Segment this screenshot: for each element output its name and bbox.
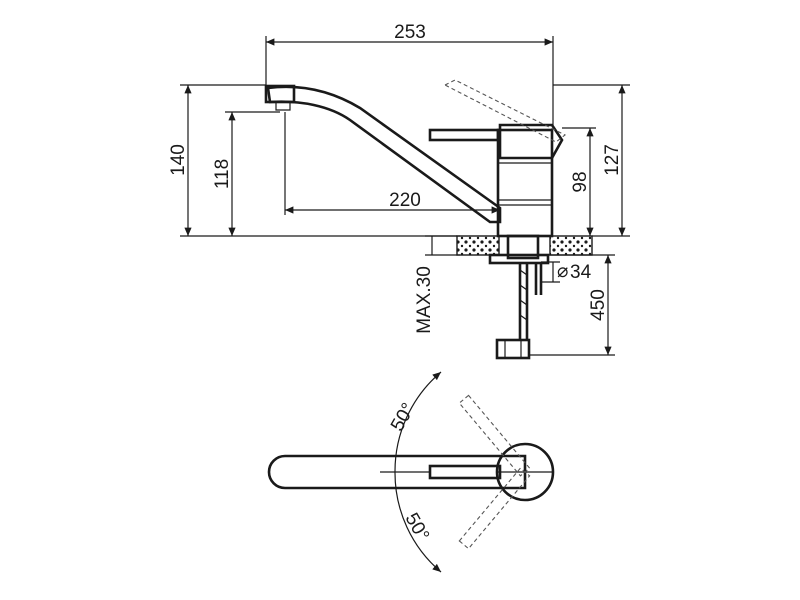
aerator-tip	[275, 102, 291, 111]
side-view: 253 220 140 118 127 98 450 MAX.30 ⌀ 34	[168, 22, 630, 360]
lever-top-view	[428, 464, 502, 480]
ghost-lever-lower	[458, 467, 531, 550]
dim-max-counter: MAX.30	[414, 266, 435, 334]
lever-ghost	[443, 79, 567, 143]
dim-diameter-symbol: ⌀	[557, 261, 568, 282]
dim-spout-reach: 220	[389, 190, 421, 211]
cartridge-cap	[498, 123, 564, 160]
countertop-left	[456, 235, 500, 256]
dim-outlet-height: 118	[212, 159, 233, 189]
angle-upper-label: 50°	[387, 400, 420, 435]
countertop-right	[549, 235, 593, 256]
dim-hose-length: 450	[588, 289, 609, 321]
aerator	[264, 84, 296, 104]
faucet-body	[496, 128, 554, 238]
hose-connector	[495, 338, 531, 360]
spout	[266, 85, 502, 224]
dim-total-height: 140	[168, 144, 189, 176]
dim-overall-length: 253	[394, 22, 426, 43]
ghost-lever-upper	[458, 394, 531, 477]
plan-view: 50° 50°	[267, 371, 555, 573]
angle-lower-label: 50°	[400, 510, 433, 545]
spout-top-view	[267, 454, 527, 490]
dim-body-height: 98	[570, 171, 591, 192]
dim-hole-diameter: 34	[570, 262, 592, 283]
dim-lever-height: 127	[602, 144, 623, 176]
lever-handle	[428, 128, 500, 142]
mount-stud	[506, 234, 540, 260]
